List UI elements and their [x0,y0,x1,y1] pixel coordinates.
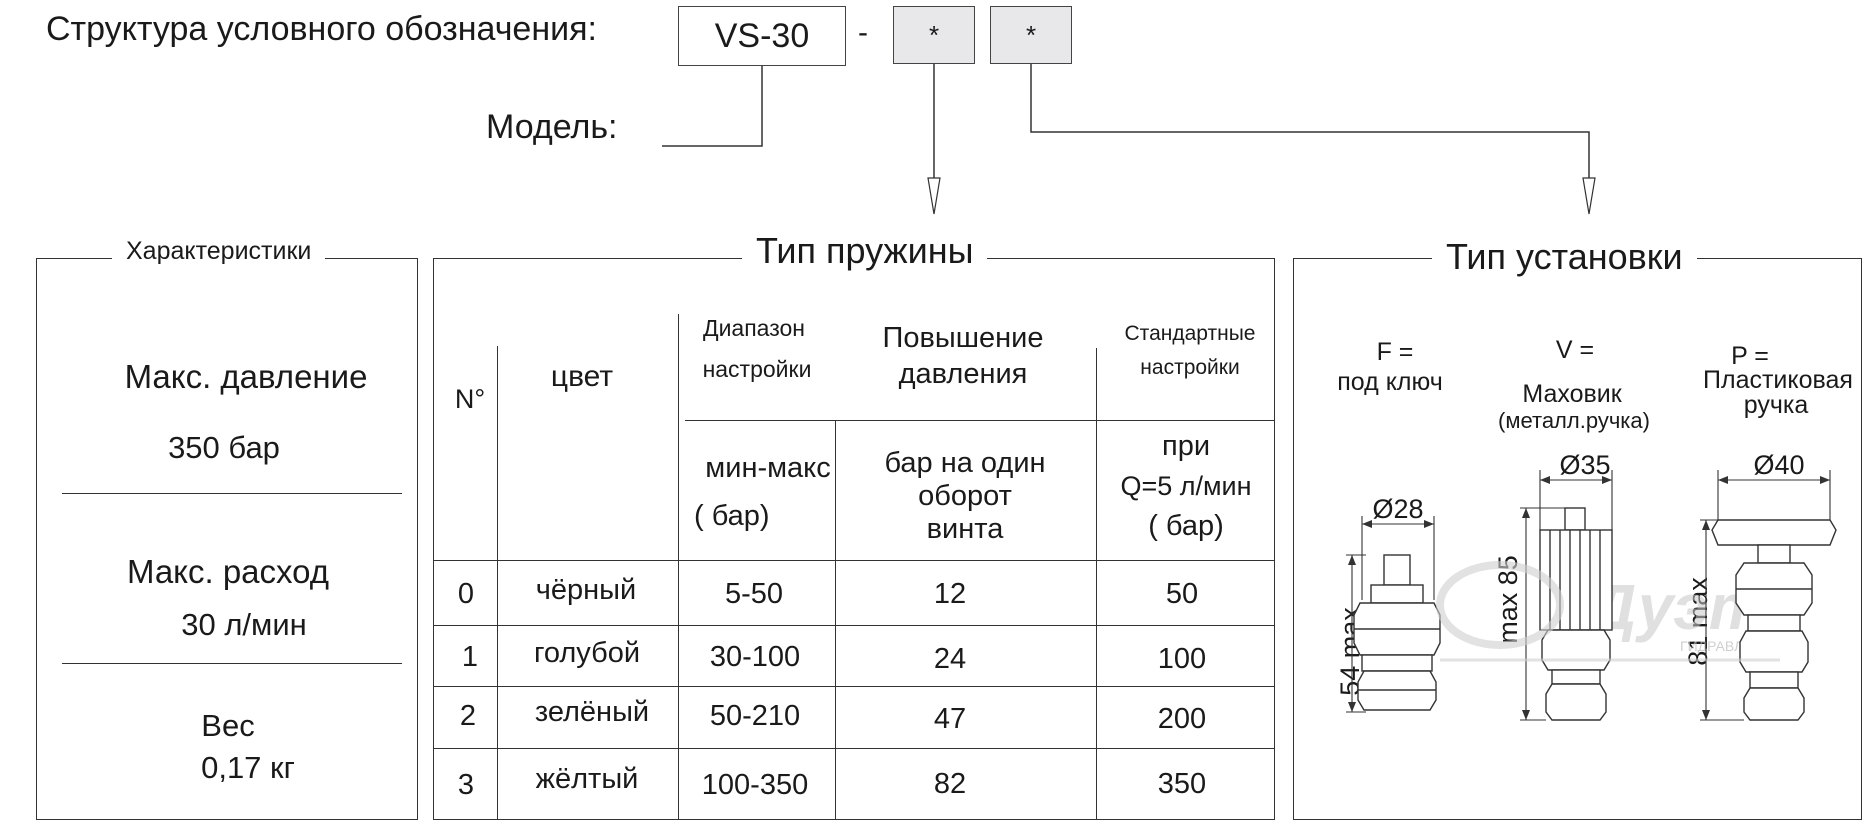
mount-v-desc: (металл.ручка) [1498,408,1650,433]
spring-cell-color: зелёный [534,696,650,728]
spring-cell-range: 30-100 [709,641,801,673]
mount-v-diameter: Ø35 [1559,450,1611,480]
spring-col-line [835,420,836,819]
mount-p-desc: Пластиковая [1703,366,1853,394]
spring-cell-increase: 12 [933,578,967,610]
char-weight-value: 0,17 кг [201,750,295,785]
spring-cell-color: голубой [533,637,641,669]
mount-f-diameter: Ø28 [1372,494,1424,524]
spring-cell-range: 5-50 [724,578,784,610]
model-code: VS-30 [714,16,810,55]
spring-header-no: N° [454,384,486,414]
char-divider [62,493,402,494]
spring-slot: * [928,19,940,50]
spring-cell-std: 200 [1157,703,1207,735]
spring-header-std-top: настройки [1140,356,1240,379]
spring-cell-increase: 82 [933,768,967,800]
model-code-box: VS-30 [678,6,846,66]
spring-col-line [1096,348,1097,819]
spring-header-color: цвет [550,360,614,393]
spring-header-range-top: настройки [702,356,812,382]
spring-cell-increase: 47 [933,703,967,735]
char-divider [62,663,402,664]
mount-f-code: F = [1376,338,1414,366]
spring-cell-range: 100-350 [701,769,809,801]
mount-p-code: P = [1731,342,1769,370]
model-label: Модель: [486,108,618,146]
spring-cell-color: чёрный [535,574,637,606]
spring-header-range-bottom: мин-макс [705,452,831,484]
spring-cell-increase: 24 [933,643,967,675]
spring-header-increase-bottom: оборот [918,480,1012,512]
code-dash: - [858,16,868,49]
char-max-flow-label: Макс. расход [126,553,330,590]
char-weight-label: Вес [201,708,255,743]
char-max-pressure-value: 350 бар [168,430,280,465]
spring-header-std-bottom: при [1161,430,1211,462]
mount-f-desc: под ключ [1337,368,1443,396]
spring-header-range-bottom: ( бар) [694,500,770,532]
spring-col-line [678,314,679,819]
spring-row-line [433,625,1274,626]
mount-v-desc: Маховик [1522,380,1622,408]
valve-p-drawing [1711,519,1837,721]
spring-cell-color: жёлтый [535,763,639,795]
spring-cell-std: 50 [1165,578,1199,610]
spring-row-line [433,686,1274,687]
spring-header-increase-bottom: бар на один [884,447,1046,479]
mount-slot-box: * [990,6,1072,64]
designation-title: Структура условного обозначения: [46,10,597,48]
char-max-flow-value: 30 л/мин [181,607,307,642]
char-max-pressure-label: Макс. давление [124,358,368,395]
spring-header-range-top: Диапазон [703,315,805,341]
spring-header-line [433,560,1274,561]
spring-col-line [497,346,498,819]
spring-header-std-bottom: ( бар) [1148,510,1224,542]
spring-title: Тип пружины [742,230,988,272]
valve-f-drawing [1353,554,1441,711]
spring-cell-range: 50-210 [709,700,801,732]
mount-p-desc: ручка [1743,391,1809,419]
mounting-title: Тип установки [1432,236,1697,278]
spring-header-std-bottom: Q=5 л/мин [1120,471,1252,501]
spring-header-increase-top: давления [898,358,1028,390]
spring-cell-no: 3 [457,769,475,801]
mount-v-code: V = [1555,336,1595,364]
spring-cell-no: 0 [457,578,475,610]
characteristics-title: Характеристики [112,237,326,266]
spring-header-increase-top: Повышение [882,322,1044,354]
spring-cell-no: 1 [461,641,479,673]
valve-v-drawing [1539,507,1613,721]
spring-row-line [433,748,1274,749]
spring-cell-no: 2 [459,700,477,732]
spring-header-increase-bottom: винта [926,513,1004,545]
spring-header-std-top: Стандартные [1124,322,1256,345]
spring-cell-std: 350 [1157,768,1207,800]
spring-slot-box: * [893,6,975,64]
spring-subheader-line [685,420,1274,421]
spring-cell-std: 100 [1157,643,1207,675]
watermark-logo-icon [1436,561,1780,662]
mount-p-diameter: Ø40 [1753,450,1805,480]
mount-slot: * [1025,19,1037,50]
